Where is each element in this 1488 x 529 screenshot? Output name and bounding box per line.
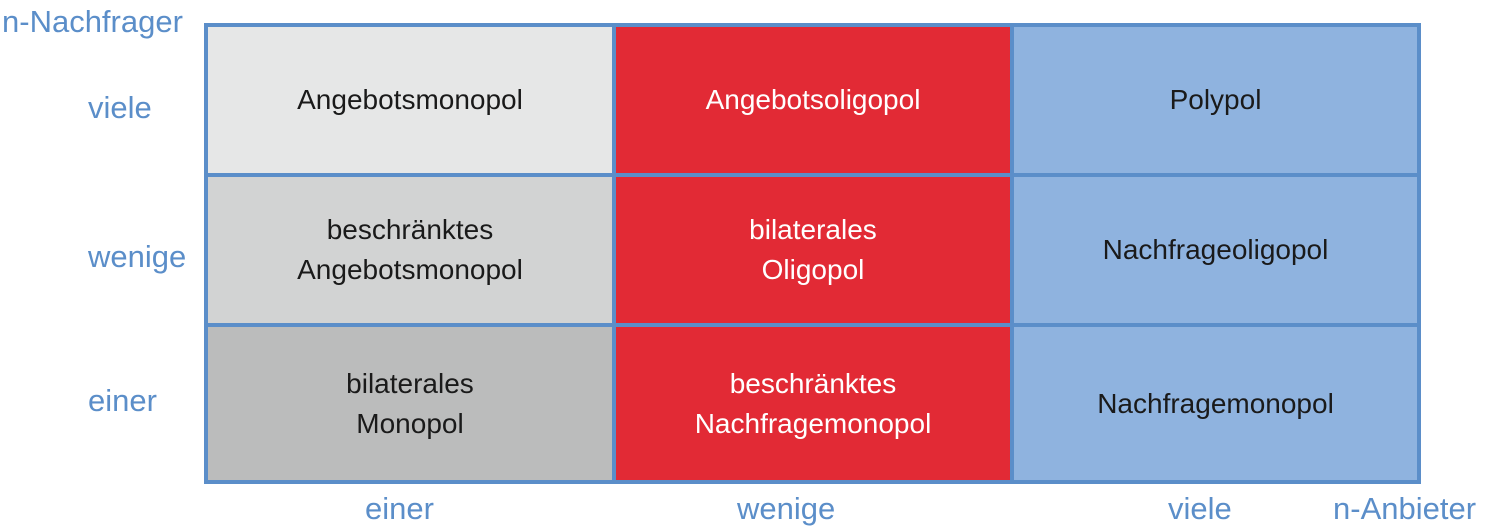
cell-beschraenktes-angebotsmonopol: beschränktes Angebotsmonopol	[204, 173, 616, 327]
y-label-wenige: wenige	[88, 239, 187, 274]
x-label-wenige: wenige	[737, 491, 836, 526]
y-label-einer: einer	[88, 383, 157, 418]
cell-bilaterales-oligopol: bilaterales Oligopol	[612, 173, 1014, 327]
cell-nachfrageoligopol: Nachfrageoligopol	[1010, 173, 1421, 327]
y-label-viele: viele	[88, 90, 152, 125]
cell-nachfragemonopol: Nachfragemonopol	[1010, 323, 1421, 484]
x-axis-title: n-Anbieter	[1333, 491, 1477, 526]
x-label-viele: viele	[1168, 491, 1232, 526]
market-matrix: Angebotsmonopol Angebotsoligopol Polypol…	[204, 23, 1421, 484]
cell-angebotsmonopol: Angebotsmonopol	[204, 23, 616, 177]
cell-polypol: Polypol	[1010, 23, 1421, 177]
cell-bilaterales-monopol: bilaterales Monopol	[204, 323, 616, 484]
x-label-einer: einer	[365, 491, 434, 526]
cell-angebotsoligopol: Angebotsoligopol	[612, 23, 1014, 177]
cell-beschraenktes-nachfragemonopol: beschränktes Nachfragemonopol	[612, 323, 1014, 484]
y-axis-title: n-Nachfrager	[2, 4, 183, 39]
